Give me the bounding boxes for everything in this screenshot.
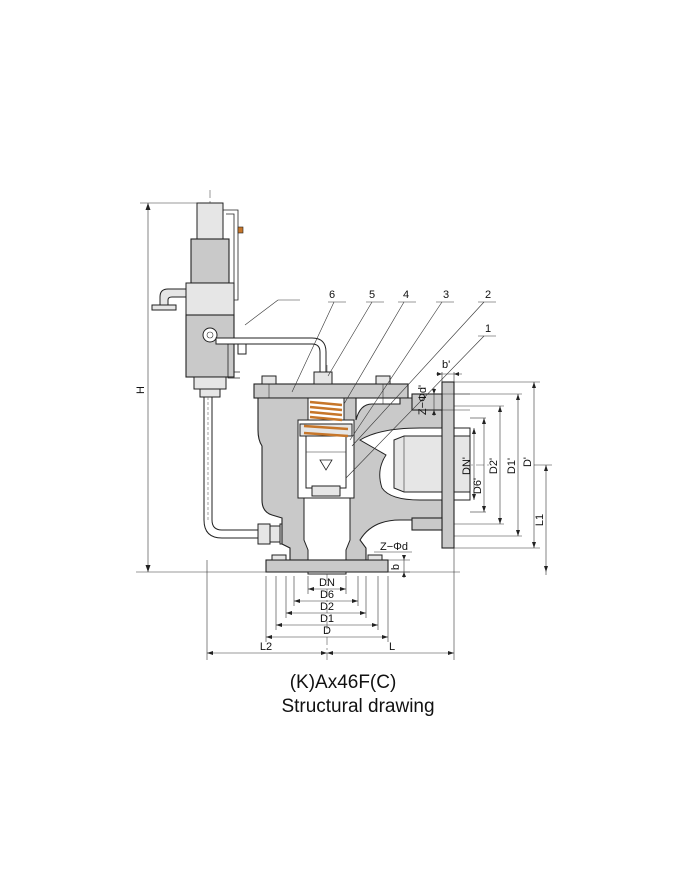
part-label-6: 6 <box>329 289 335 301</box>
part-label-1: 1 <box>485 323 491 335</box>
label-D-prime: D' <box>522 457 534 467</box>
part-leaders <box>244 299 496 479</box>
spring <box>303 397 349 438</box>
label-b-prime: b' <box>442 359 450 371</box>
outlet-vertical-dims <box>454 381 552 575</box>
main-valve-body <box>253 371 471 575</box>
label-L: L <box>389 641 395 653</box>
part-label-4: 4 <box>403 289 409 301</box>
label-D: D <box>323 625 331 637</box>
label-DN-prime: DN' <box>461 457 473 475</box>
inlet-flange-dims <box>374 551 412 578</box>
part-label-3: 3 <box>443 289 449 301</box>
label-Z-d: Z−Φd <box>380 541 408 553</box>
label-D1-prime: D1' <box>506 458 518 474</box>
model-name: (K)Ax46F(C) <box>289 672 397 693</box>
label-D6-prime: D6' <box>472 478 484 494</box>
bottom-dimensions <box>206 548 455 660</box>
label-L2: L2 <box>260 641 272 653</box>
caption-text: Structural drawing <box>281 696 435 717</box>
part-label-5: 5 <box>369 289 375 301</box>
label-D1: D1 <box>320 613 334 625</box>
label-D6: D6 <box>320 589 334 601</box>
label-Z-d-prime: Z−Φd' <box>417 385 429 415</box>
label-D2: D2 <box>320 601 334 613</box>
label-D2-prime: D2' <box>488 458 500 474</box>
label-DN: DN <box>319 577 335 589</box>
label-H: H <box>135 386 147 394</box>
drawing-caption: (K)Ax46F(C) Structural drawing <box>0 671 696 719</box>
label-L1: L1 <box>534 514 546 526</box>
pilot-valve <box>151 202 244 398</box>
label-b: b <box>390 564 402 570</box>
part-label-2: 2 <box>485 289 491 301</box>
